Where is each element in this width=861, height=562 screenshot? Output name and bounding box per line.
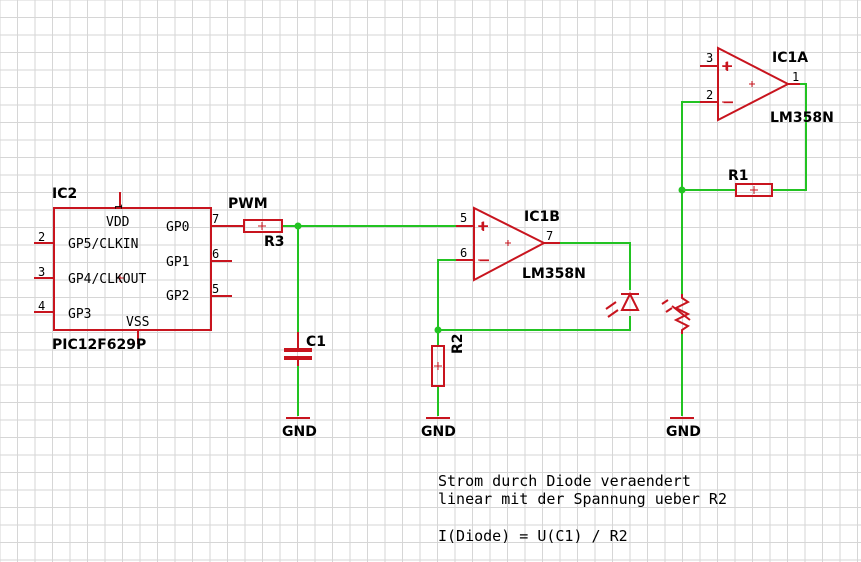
note-line-3: I(Diode) = U(C1) / R2 — [438, 527, 628, 545]
ic2-pin-vdd-label: VDD — [106, 215, 130, 230]
r1-body — [735, 183, 773, 197]
ic1a-pin-number-minus: 2 — [706, 88, 713, 102]
pot-arrow-1 — [661, 299, 669, 305]
ic1a-minus-sign: − — [722, 93, 735, 111]
ic1b-name: IC1B — [524, 209, 560, 225]
gnd-label-r2: GND — [421, 424, 456, 440]
ic2-pin-gp5-label: GP5/CLKIN — [68, 237, 138, 252]
ic2-name: IC2 — [52, 186, 77, 202]
junction-r2-led — [434, 326, 442, 334]
led-body — [620, 291, 640, 311]
junctions — [294, 186, 686, 334]
ic1b-pin-number-plus: 5 — [460, 211, 467, 225]
r3-name: R3 — [264, 234, 285, 250]
ic1a-triangle — [717, 46, 791, 122]
ic2-pin-number-5: 5 — [212, 282, 219, 296]
ic2-pin-gp1-label: GP1 — [166, 255, 189, 270]
ic2-pin-gp2-label: GP2 — [166, 289, 189, 304]
ic2-pin-number-6: 6 — [212, 247, 219, 261]
ic2-pin-number-1: 1 — [114, 204, 125, 210]
wire-ic1a-minus — [681, 101, 700, 190]
ic2-pin-vss-label: VSS — [126, 315, 149, 330]
junction-r3-c1 — [294, 222, 302, 230]
ic2-pin-gp3-label: GP3 — [68, 307, 91, 322]
pwm-net-label: PWM — [228, 196, 268, 212]
r1-name: R1 — [728, 168, 749, 184]
ic1b-minus-sign: − — [478, 251, 491, 269]
ic2-pin-gp0-label: GP0 — [166, 220, 189, 235]
ic2-body — [53, 207, 212, 331]
pot-arrow-2 — [665, 307, 673, 313]
wire-ic1b-out-to-led — [560, 242, 631, 290]
ic2-pin-number-3: 3 — [38, 265, 45, 279]
ic1b-pin-number-minus: 6 — [460, 246, 467, 260]
ic1a-name: IC1A — [772, 50, 808, 66]
led-arrow-2 — [607, 309, 619, 318]
ic2-pin-number-2: 2 — [38, 230, 45, 244]
ic1a-plus-sign: + — [721, 57, 734, 75]
note-line-2: linear mit der Spannung ueber R2 — [438, 490, 727, 508]
wire-ic1b-minus-feedback — [437, 259, 456, 330]
pot-zigzag — [673, 294, 691, 334]
r2-body — [431, 345, 445, 387]
ic2-pin-gp4-label: GP4/CLKOUT — [68, 272, 146, 287]
opamp-signs: + − + − — [477, 57, 735, 269]
r3-body — [243, 219, 283, 233]
origin-marks — [116, 62, 758, 370]
ic1a-pin-number-plus: 3 — [706, 51, 713, 65]
pot-wiper — [671, 305, 691, 321]
ic2-pin-number-4: 4 — [38, 299, 45, 313]
ic1b-plus-sign: + — [477, 217, 490, 235]
parts — [34, 46, 800, 387]
ic1a-value: LM358N — [770, 110, 834, 126]
ic1a-pin-number-out: 1 — [792, 70, 799, 84]
ic2-value: PIC12F629P — [52, 337, 146, 353]
ic1b-value: LM358N — [522, 266, 586, 282]
junction-r1-pot — [678, 186, 686, 194]
gnd-label-c1: GND — [282, 424, 317, 440]
ic1b-triangle — [473, 206, 547, 282]
ic2-pin-number-7: 7 — [212, 212, 219, 226]
ic1b-pin-number-out: 7 — [546, 229, 553, 243]
note-line-1: Strom durch Diode veraendert — [438, 472, 691, 490]
wire-r1-right — [772, 83, 807, 191]
led-arrow-1 — [605, 301, 617, 310]
r2-name: R2 — [450, 333, 466, 354]
c1-name: C1 — [306, 334, 326, 350]
wire-led-bottom — [438, 316, 631, 331]
gnd-label-pot: GND — [666, 424, 701, 440]
labels: IC2 PIC12F629P VDD GP5/CLKIN GP4/CLKOUT … — [38, 50, 834, 545]
wires — [282, 83, 807, 416]
